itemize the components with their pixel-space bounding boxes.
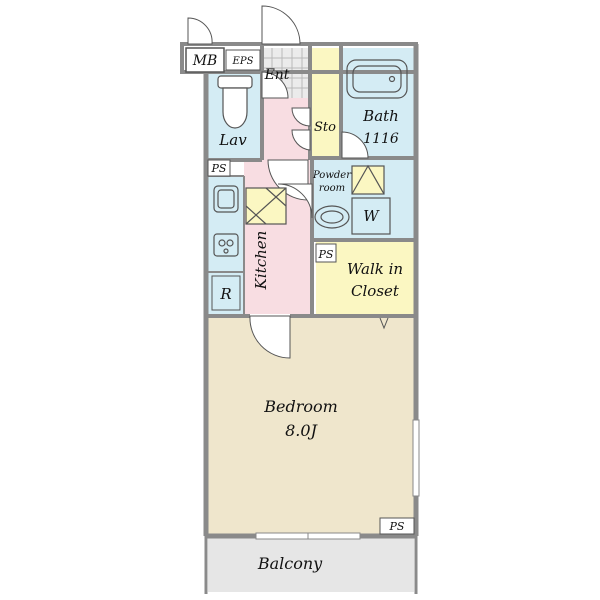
storage-area	[310, 48, 340, 160]
ps-label-1: PS	[211, 162, 227, 175]
powder-door	[277, 183, 313, 219]
meter-box-door	[187, 17, 213, 45]
kitchen-shelf-icon	[245, 187, 287, 225]
storage-door-2	[291, 129, 311, 151]
balcony-label: Balcony	[257, 554, 323, 573]
powder-room-label-1: Powder	[312, 170, 352, 181]
ps-label-3: PS	[389, 520, 405, 533]
lavatory-label: Lav	[218, 131, 247, 149]
ps-label-2: PS	[318, 248, 334, 261]
toilet-icon	[217, 75, 253, 129]
bath-label: Bath	[362, 107, 399, 125]
refrigerator-icon	[211, 275, 241, 311]
kitchen-label: Kitchen	[252, 231, 270, 291]
bedroom-size-label: 8.0J	[285, 421, 318, 440]
eps-box	[225, 49, 261, 71]
washbasin-icon	[314, 205, 350, 229]
sink-icon	[213, 185, 239, 213]
kitchen-side-door	[261, 71, 289, 99]
walk-in-closet-label-1: Walk in	[347, 260, 403, 278]
closet-arrow-icon	[379, 317, 389, 330]
powder-room-label-2: room	[319, 183, 345, 194]
refrigerator-label: R	[219, 285, 231, 303]
storage-door	[291, 107, 311, 127]
bedroom-label: Bedroom	[263, 397, 338, 416]
entrance-door	[261, 5, 301, 45]
washer-label: W	[363, 207, 380, 225]
bath-door	[341, 131, 369, 159]
bedroom-door	[249, 315, 291, 359]
water-heater-icon	[351, 164, 385, 195]
storage-label: Sto	[314, 120, 336, 135]
bedroom-windows	[255, 419, 420, 540]
ps-box-1	[207, 159, 231, 177]
hall-area	[262, 98, 312, 160]
eps-label: EPS	[232, 56, 254, 67]
ps-box-3	[379, 517, 415, 535]
bathtub-icon	[346, 59, 408, 99]
doors	[187, 5, 369, 359]
bath-size-label: 1116	[363, 131, 399, 147]
mb-label: MB	[192, 53, 218, 69]
washer-pan-icon	[351, 197, 391, 235]
balcony-area	[208, 538, 414, 592]
meter-box	[185, 47, 225, 73]
bedroom-area	[208, 318, 414, 534]
entrance-label: Ent	[264, 67, 290, 83]
stove-icon	[213, 233, 239, 257]
refrigerator-area	[208, 272, 244, 314]
walk-in-closet-label-2: Closet	[351, 282, 400, 300]
ps-box-2	[315, 243, 337, 263]
